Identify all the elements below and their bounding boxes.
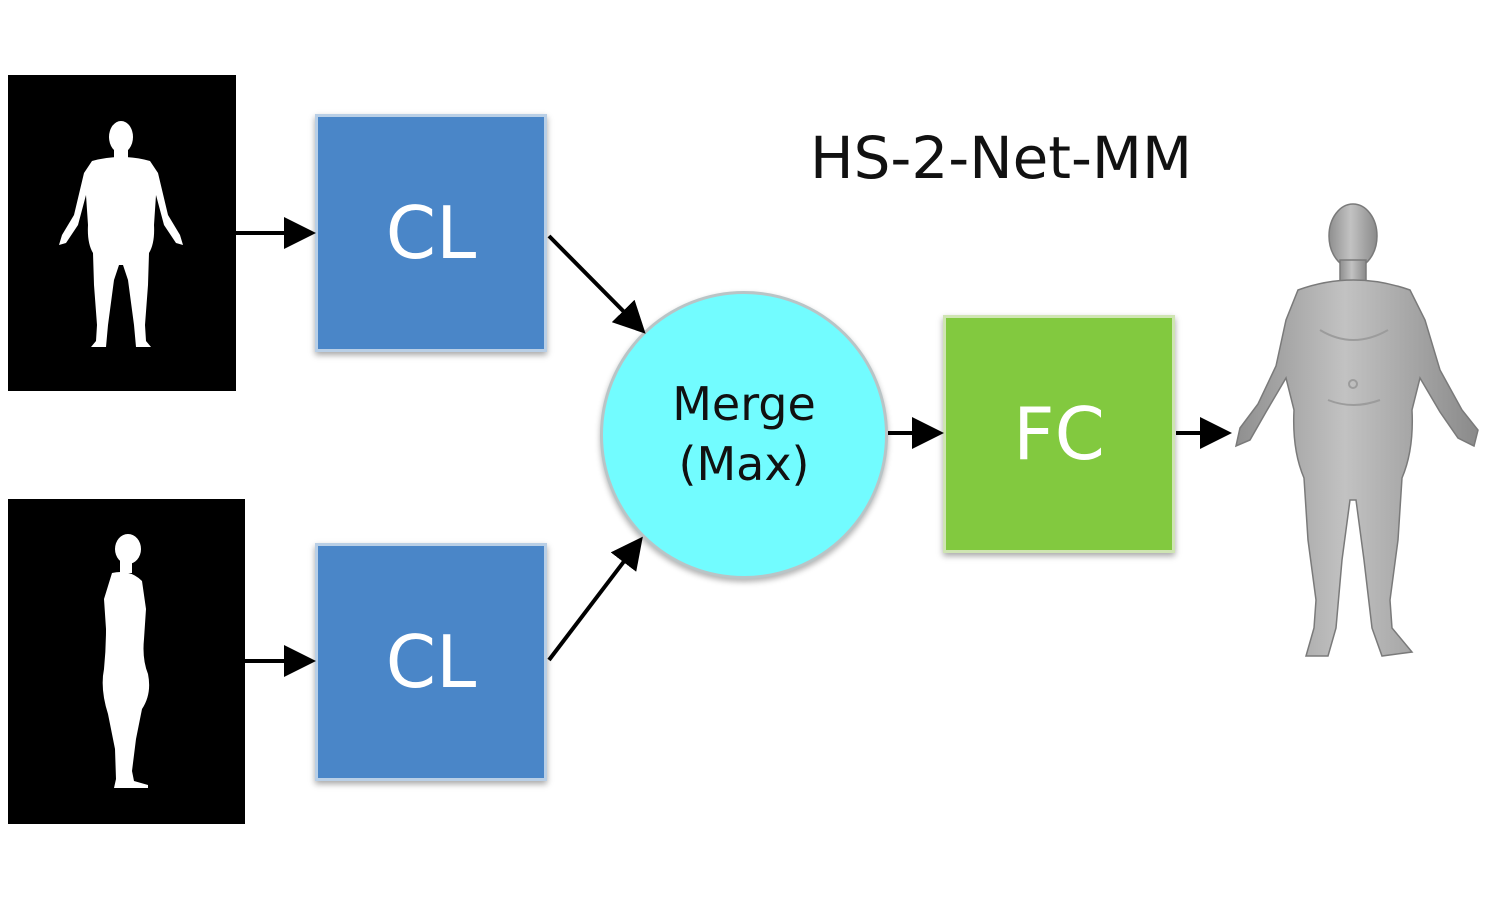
frontal-silhouette-panel xyxy=(8,75,236,391)
cl-block-top-label: CL xyxy=(385,191,477,275)
merge-label: Merge xyxy=(672,377,816,432)
cl-block-bottom: CL xyxy=(315,543,547,781)
merge-operation-label: (Max) xyxy=(678,437,810,491)
lateral-silhouette-panel xyxy=(8,499,245,824)
arrow-cl-top-to-merge xyxy=(547,234,646,334)
diagram-title: HS-2-Net-MM xyxy=(810,124,1193,192)
cl-block-bottom-label: CL xyxy=(385,620,477,704)
merge-node: Merge (Max) xyxy=(600,291,888,579)
cl-block-top: CL xyxy=(315,114,547,352)
fc-block: FC xyxy=(943,315,1175,553)
fc-block-label: FC xyxy=(1013,392,1105,476)
frontal-silhouette-icon xyxy=(59,121,183,347)
arrow-cl-bottom-to-merge xyxy=(547,536,643,662)
lateral-silhouette-icon xyxy=(102,534,150,788)
